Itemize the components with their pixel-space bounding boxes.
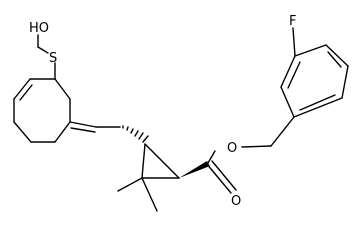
carbonyl-oxygen-label: O <box>231 194 241 209</box>
ester-group <box>205 116 295 194</box>
bond <box>325 44 349 67</box>
bond <box>69 121 97 128</box>
bond <box>341 65 349 99</box>
bond <box>205 162 232 194</box>
double-bond-inner <box>19 84 33 101</box>
bond <box>207 150 216 164</box>
bond <box>117 177 143 192</box>
atom-labels: S HO F O O <box>29 14 296 209</box>
bond <box>241 145 272 148</box>
sulfur-atom-label: S <box>49 51 57 66</box>
hash-line <box>134 130 139 137</box>
bond <box>280 86 295 118</box>
double-bond-inner <box>70 127 96 133</box>
bond <box>144 143 180 179</box>
solid-wedge-bond <box>179 161 210 178</box>
bond <box>292 27 296 57</box>
bond <box>270 116 295 147</box>
sulfenic-acid-group <box>37 34 56 80</box>
double-bond-inner <box>287 61 301 89</box>
double-bond-inner <box>299 94 336 111</box>
gem-dimethyl <box>117 177 158 212</box>
bond <box>54 78 71 100</box>
benzene-ring <box>280 27 349 118</box>
bond <box>280 55 296 88</box>
hash-line <box>130 128 134 134</box>
double-bond-inner <box>327 51 342 68</box>
hash-line <box>142 135 149 143</box>
cyclopropane-ring <box>141 143 180 179</box>
exocyclic-alkene <box>69 121 121 133</box>
bond <box>211 160 237 191</box>
cyclohexadiene-ring <box>13 78 71 143</box>
bond <box>141 143 146 179</box>
bond <box>141 177 158 212</box>
hashed-wedge-bond <box>122 125 149 143</box>
bond <box>293 97 343 118</box>
bond <box>37 46 49 54</box>
hash-line <box>126 126 129 131</box>
hash-line <box>138 132 144 140</box>
ester-oxygen-label: O <box>227 141 237 156</box>
bond <box>294 44 327 57</box>
hydroxyl-label: HO <box>29 21 49 36</box>
bond <box>13 78 31 100</box>
bond <box>54 121 71 143</box>
fluorine-atom-label: F <box>289 14 296 29</box>
bond <box>13 121 32 143</box>
